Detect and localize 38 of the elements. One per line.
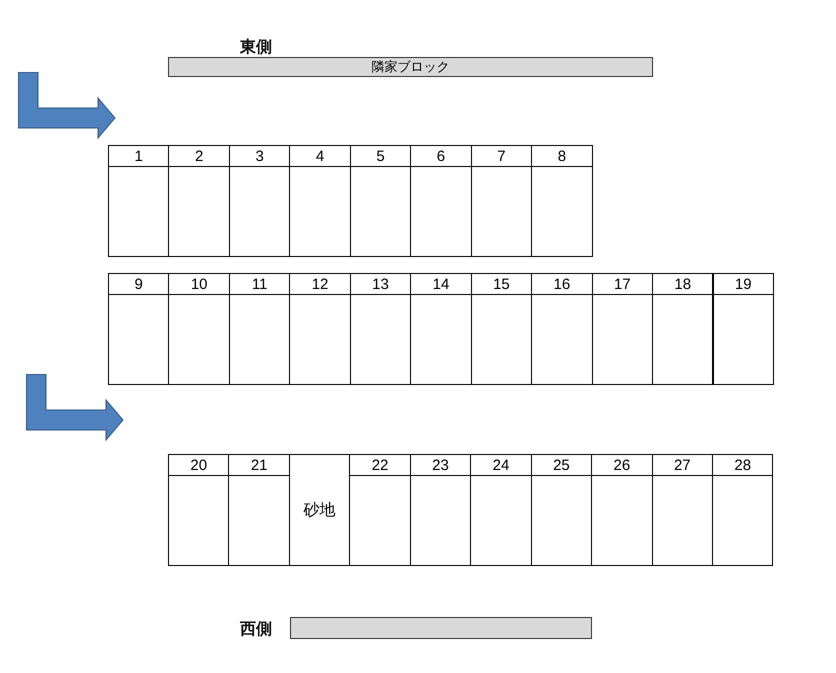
parking-space bbox=[592, 273, 654, 385]
space-number: 18 bbox=[653, 274, 712, 295]
parking-space bbox=[350, 273, 412, 385]
parking-space bbox=[591, 454, 653, 566]
neighbor-wall-bar: 隣家ブロック bbox=[168, 57, 653, 77]
parking-space bbox=[228, 273, 290, 385]
parking-space bbox=[410, 454, 472, 566]
parking-space bbox=[228, 454, 290, 566]
space-number: 28 bbox=[713, 455, 772, 476]
parking-space bbox=[289, 145, 351, 257]
space-number: 8 bbox=[532, 146, 592, 167]
parking-space bbox=[470, 145, 532, 257]
parking-space bbox=[108, 145, 170, 257]
parking-space bbox=[168, 454, 230, 566]
area-label: 砂地 bbox=[304, 500, 336, 520]
parking-space bbox=[652, 454, 714, 566]
parking-space bbox=[350, 145, 412, 257]
parking-space bbox=[168, 145, 230, 257]
parking-space bbox=[652, 273, 714, 385]
parking-space bbox=[470, 454, 532, 566]
parking-space bbox=[712, 454, 774, 566]
parking-space bbox=[349, 454, 411, 566]
parking-space bbox=[470, 273, 532, 385]
parking-space bbox=[531, 145, 593, 257]
parking-space bbox=[712, 273, 774, 385]
space-number: 19 bbox=[714, 274, 773, 295]
parking-space bbox=[530, 454, 592, 566]
parking-space bbox=[108, 273, 170, 385]
sand-area bbox=[288, 454, 350, 566]
parking-space bbox=[410, 145, 472, 257]
parking-space bbox=[228, 145, 290, 257]
parking-space bbox=[289, 273, 351, 385]
side-label: 西側 bbox=[240, 620, 272, 640]
side-label: 東側 bbox=[240, 38, 272, 58]
parking-space bbox=[168, 273, 230, 385]
parking-space bbox=[410, 273, 472, 385]
wall-bar bbox=[290, 617, 592, 639]
parking-space bbox=[531, 273, 593, 385]
